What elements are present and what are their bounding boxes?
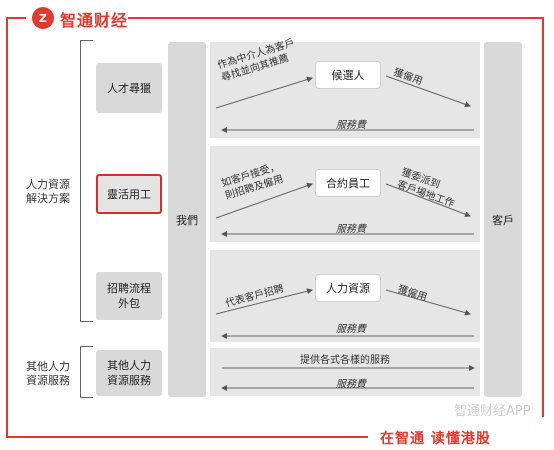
arrow-row3-to-node [215,288,313,315]
arrow-row3-to-client [385,289,471,316]
node-candidate-label: 候選人 [331,69,365,82]
column-client: 客戶 [484,42,522,397]
node-candidate: 候選人 [316,62,380,88]
frame-bottom-line [6,436,368,438]
node-contract-staff: 合約員工 [316,170,380,196]
row1-fee-label: 服務費 [336,120,366,131]
arrow-row2-to-node [215,182,313,219]
group-bracket-other [80,346,93,398]
group-label-solutions: 人力資源 解決方案 [26,178,70,205]
node-hr-label: 人力資源 [326,282,370,295]
service-talent-search: 人才尋獵 [96,63,162,113]
brand-name: 智通财经 [60,11,129,30]
arrow-row1-to-client [385,75,471,108]
row2-fee-label: 服務費 [336,224,366,235]
footer-slogan: 在智通 读懂港股 [380,431,491,447]
frame-left-line [6,17,8,437]
arrow-row1-to-node [215,76,313,109]
service-other-hr: 其他人力 資源服務 [96,350,162,396]
service-rpo: 招聘流程 外包 [96,272,162,320]
group-label-other: 其他人力 資源服務 [26,360,70,387]
row4-fee-label: 服務費 [336,379,366,390]
group-bracket-solutions [80,40,93,322]
node-contract-staff-label: 合約員工 [326,177,370,190]
row3-fee-label: 服務費 [336,324,366,335]
column-us: 我們 [168,42,206,397]
frame-top-line [128,17,544,19]
brand-logo-icon: Z [32,7,54,29]
column-us-label: 我們 [176,213,198,227]
service-flexible-staffing: 靈活用工 [96,174,162,214]
frame-right-line [542,17,544,417]
watermark-text: 智通财经APP [454,404,531,419]
row4-service-label: 提供各式各樣的服務 [300,355,390,366]
frame-top-line-left [6,17,26,19]
node-hr: 人力資源 [316,275,380,301]
flow-panel-talent [210,42,480,138]
arrow-row2-to-client [385,183,471,218]
column-client-label: 客戶 [492,213,514,227]
